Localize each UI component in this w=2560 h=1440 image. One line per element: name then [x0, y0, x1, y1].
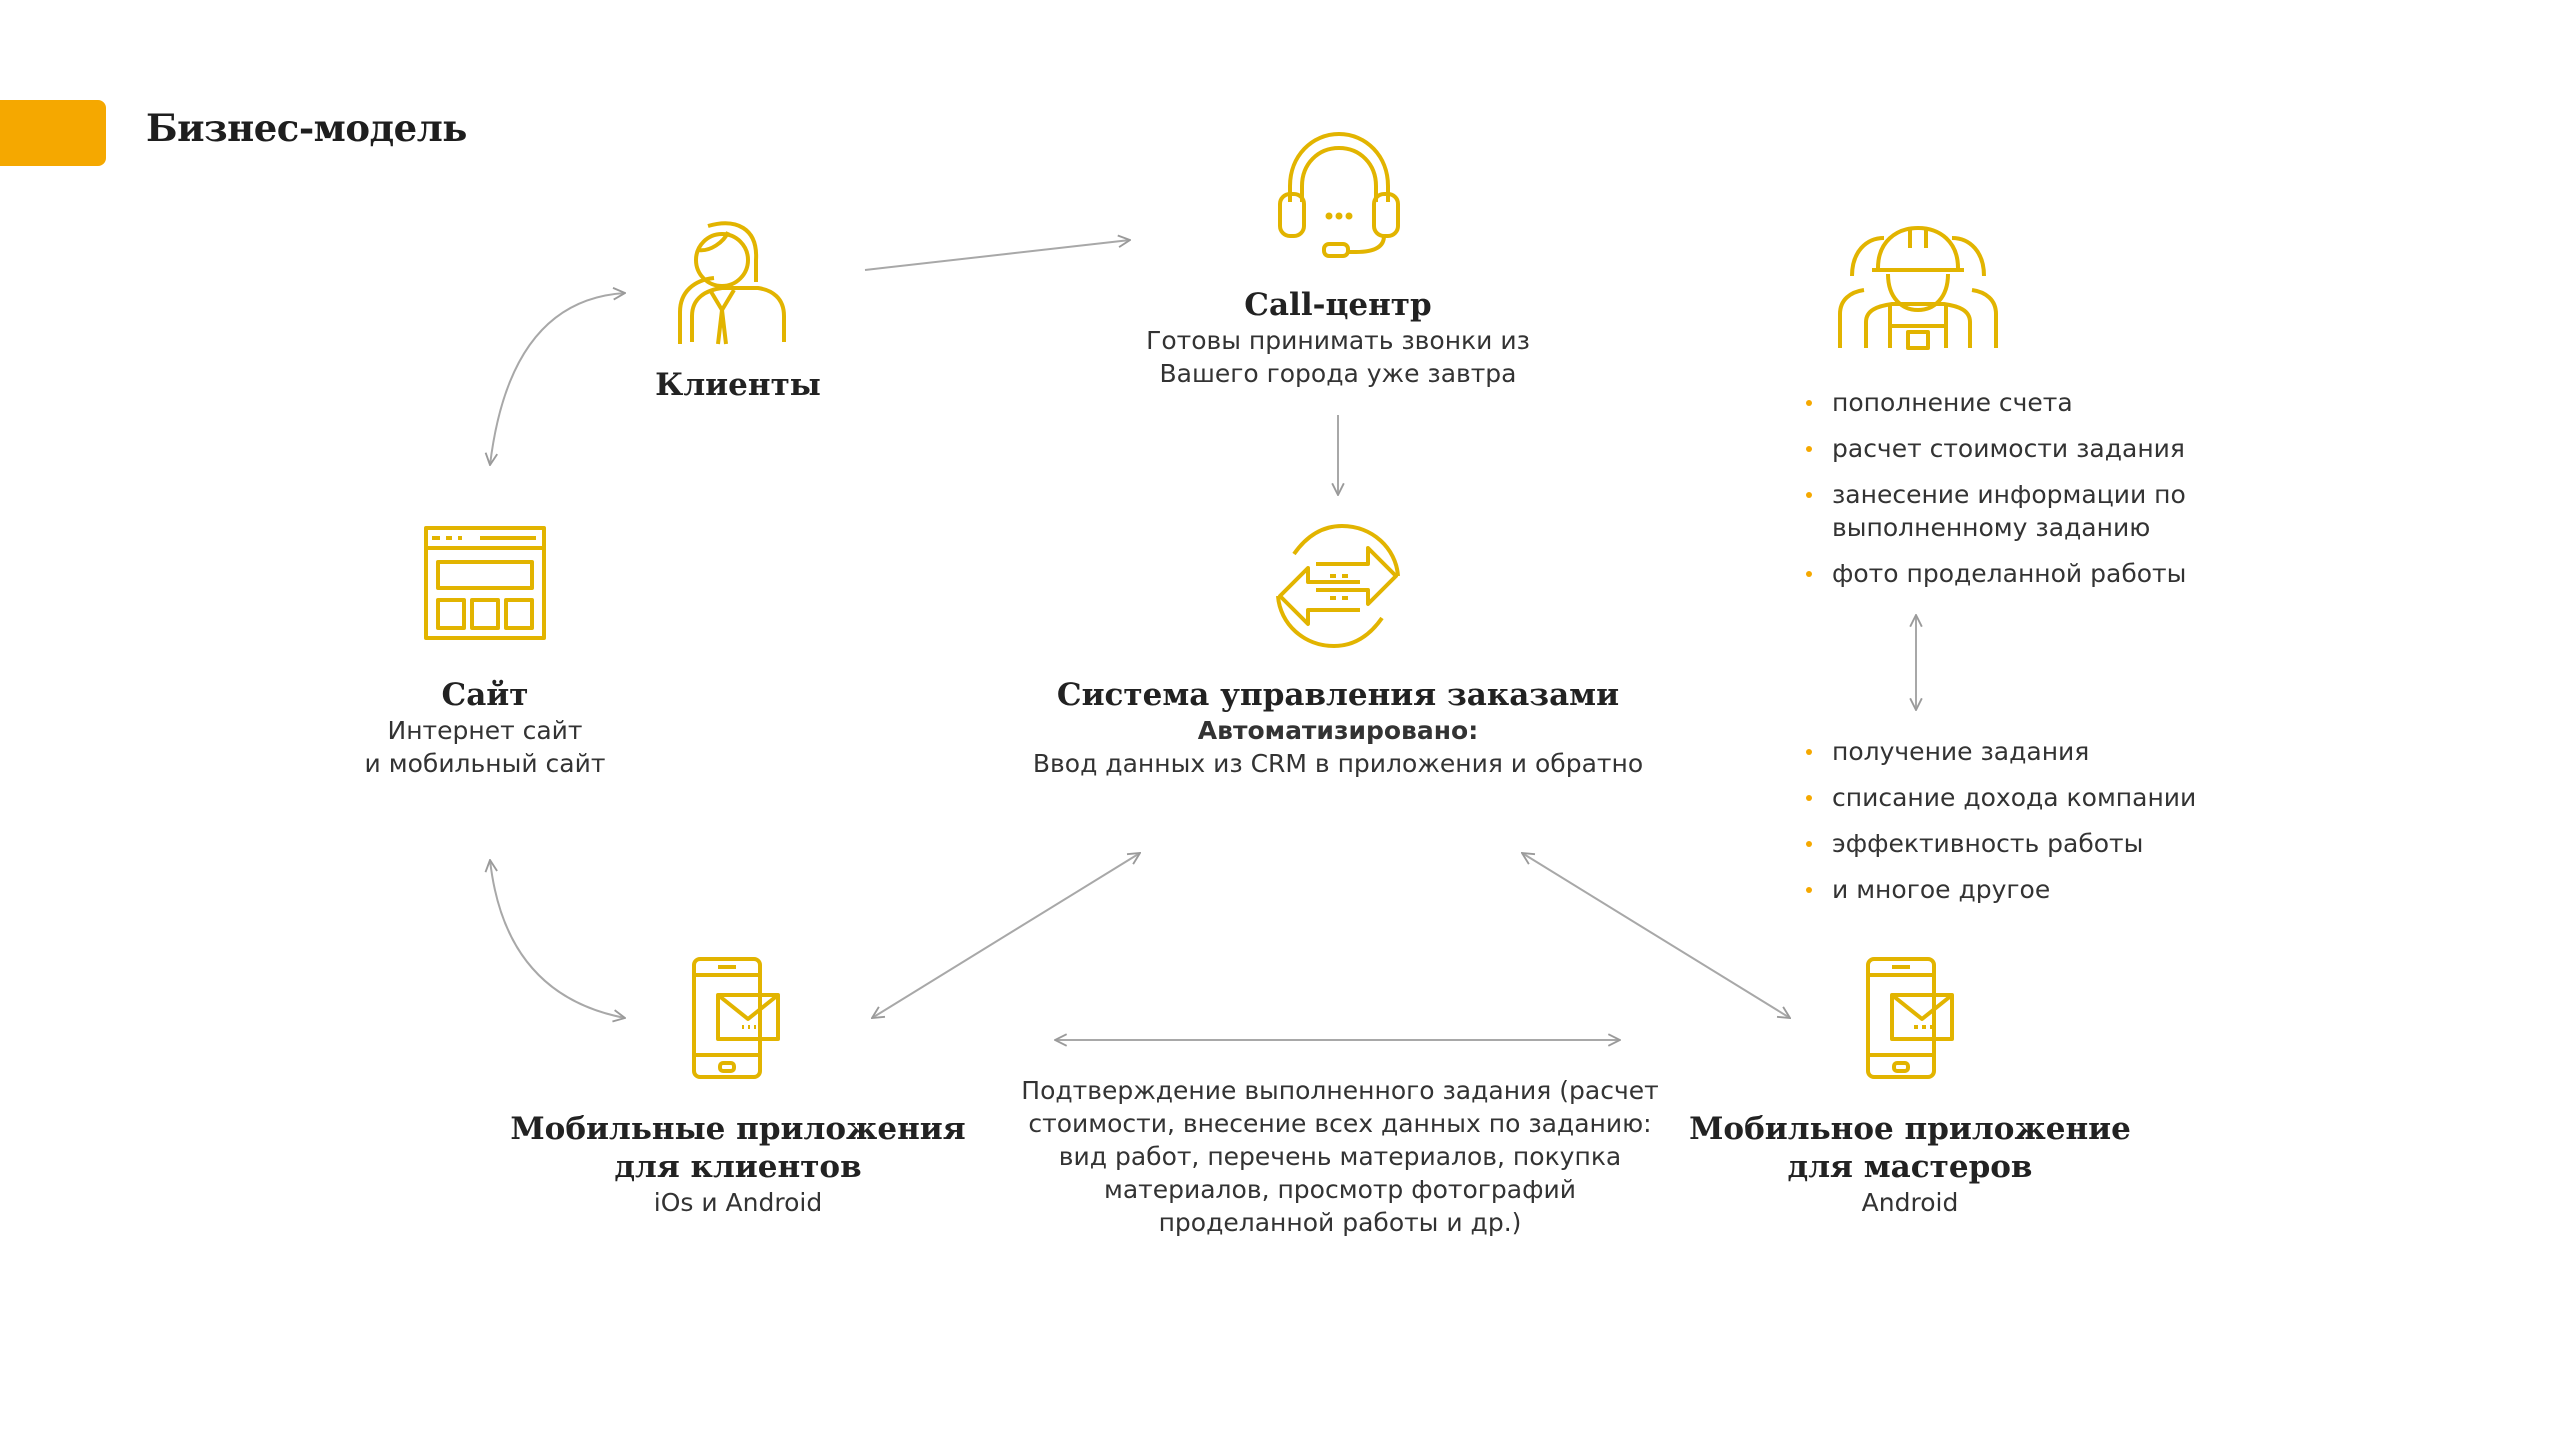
- mobile-message-icon: [690, 955, 782, 1081]
- caption-line: стоимости, внесение всех данных по задан…: [1028, 1109, 1652, 1138]
- call-center-title: Call-центр: [1244, 287, 1432, 323]
- caption-line: проделанной работы и др.): [1158, 1208, 1522, 1237]
- list-item: расчет стоимости задания: [1802, 432, 2232, 465]
- order-system-subtitle: Ввод данных из CRM в приложения и обратн…: [1032, 749, 1644, 778]
- workers-icon: [1832, 222, 2004, 352]
- client-apps-title-line: Мобильные приложения: [510, 1111, 966, 1147]
- master-app-title-line: Мобильное приложение: [1689, 1111, 2131, 1147]
- accent-tab: [0, 100, 106, 166]
- master-features-top-list: пополнение счета расчет стоимости задани…: [1802, 386, 2232, 603]
- master-features-bottom-list: получение задания списание дохода компан…: [1802, 735, 2196, 919]
- master-app-platforms: Android: [1861, 1188, 1959, 1217]
- list-item: эффективность работы: [1802, 827, 2196, 860]
- clients-title: Клиенты: [655, 367, 821, 403]
- node-master-app: Мобильное приложение для мастеров Androi…: [1660, 1110, 2160, 1219]
- caption-line: материалов, просмотр фотографий: [1104, 1175, 1576, 1204]
- site-subtitle-line: Интернет сайт: [387, 716, 583, 745]
- list-item: пополнение счета: [1802, 386, 2232, 419]
- site-title: Сайт: [441, 677, 529, 713]
- website-icon: [422, 524, 548, 642]
- mobile-message-icon: [1864, 955, 1956, 1081]
- order-system-title: Система управления заказами: [1056, 677, 1620, 713]
- node-call-center: Call-центр Готовы принимать звонки из Ва…: [1088, 286, 1588, 390]
- apps-exchange-caption: Подтверждение выполненного задания (расч…: [985, 1074, 1695, 1239]
- exchange-arrows-icon: [1272, 520, 1404, 652]
- node-clients: Клиенты: [578, 366, 898, 404]
- node-order-system: Система управления заказами Автоматизиро…: [988, 676, 1688, 780]
- list-item: фото проделанной работы: [1802, 557, 2232, 590]
- arrow-oms-masterapp: [1522, 853, 1790, 1018]
- list-item: и многое другое: [1802, 873, 2196, 906]
- node-client-apps: Мобильные приложения для клиентов iOs и …: [488, 1110, 988, 1219]
- order-system-subtitle-bold: Автоматизировано:: [1197, 716, 1479, 745]
- arrow-oms-clientapps: [872, 853, 1140, 1018]
- customers-icon: [668, 218, 808, 348]
- master-app-title-line: для мастеров: [1787, 1149, 2033, 1185]
- caption-line: вид работ, перечень материалов, покупка: [1058, 1142, 1622, 1171]
- client-apps-platforms: iOs и Android: [653, 1188, 823, 1217]
- list-item: занесение информации по выполненному зад…: [1802, 478, 2232, 544]
- caption-line: Подтверждение выполненного задания (расч…: [1021, 1076, 1659, 1105]
- arrow-site-clientapps: [490, 860, 625, 1018]
- list-item: получение задания: [1802, 735, 2196, 768]
- list-item: списание дохода компании: [1802, 781, 2196, 814]
- headset-icon: [1276, 128, 1402, 258]
- page-title: Бизнес-модель: [146, 106, 467, 150]
- call-center-subtitle-line: Готовы принимать звонки из: [1146, 326, 1530, 355]
- call-center-subtitle-line: Вашего города уже завтра: [1159, 359, 1517, 388]
- arrow-clients-site: [490, 293, 625, 465]
- site-subtitle-line: и мобильный сайт: [364, 749, 606, 778]
- arrow-clients-to-callcenter: [864, 240, 1130, 271]
- client-apps-title-line: для клиентов: [614, 1149, 862, 1185]
- node-site: Сайт Интернет сайт и мобильный сайт: [300, 676, 670, 780]
